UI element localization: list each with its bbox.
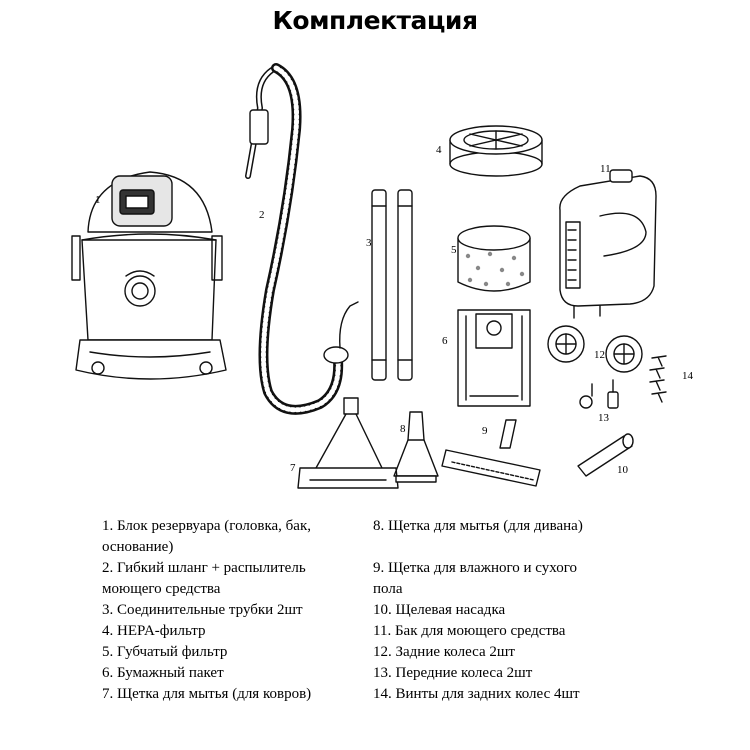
carpet-brush-illustration <box>297 397 399 489</box>
callout-8: 8 <box>400 423 406 435</box>
legend-item: 1. Блок резервуара (головка, бак, <box>102 518 311 534</box>
legend-item: 5. Губчатый фильтр <box>102 644 228 660</box>
legend-item: 2. Гибкий шланг + распылитель <box>102 560 306 576</box>
legend-item: 11. Бак для моющего средства <box>373 623 566 639</box>
legend-item: 6. Бумажный пакет <box>102 665 224 681</box>
front-wheels-illustration <box>579 379 619 409</box>
callout-6: 6 <box>442 335 448 347</box>
legend-item: пола <box>373 581 403 597</box>
page-title: Комплектация <box>272 6 478 35</box>
legend-item: 3. Соединительные трубки 2шт <box>102 602 303 618</box>
callout-7: 7 <box>290 462 296 474</box>
callout-12: 12 <box>594 349 605 361</box>
legend-item: 10. Щелевая насадка <box>373 602 506 618</box>
legend-item: 12. Задние колеса 2шт <box>373 644 515 660</box>
callout-5: 5 <box>451 244 457 256</box>
sofa-brush-illustration <box>393 411 439 483</box>
crevice-nozzle-illustration <box>577 433 634 477</box>
tubes-illustration <box>371 189 413 381</box>
callout-1: 1 <box>95 194 101 206</box>
legend-item: основание) <box>102 539 174 555</box>
legend-item: 13. Передние колеса 2шт <box>373 665 533 681</box>
hepa-filter-illustration <box>449 125 543 177</box>
legend-item: моющего средства <box>102 581 221 597</box>
callout-9: 9 <box>482 425 488 437</box>
paper-bag-illustration <box>457 309 531 407</box>
legend-item: 4. HEPA-фильтр <box>102 623 206 639</box>
legend-item: 9. Щетка для влажного и сухого <box>373 560 577 576</box>
legend-right-column: 8. Щетка для мытья (для дивана) 9. Щетка… <box>373 516 633 705</box>
callout-13: 13 <box>598 412 610 424</box>
callout-10: 10 <box>617 464 629 476</box>
rear-wheels-illustration <box>547 325 643 373</box>
legend-item: 8. Щетка для мытья (для дивана) <box>373 518 583 534</box>
callout-3: 3 <box>366 237 372 249</box>
legend-item: 7. Щетка для мытья (для ковров) <box>102 686 312 702</box>
legend-item: 14. Винты для задних колес 4шт <box>373 686 580 702</box>
parts-diagram: 1 2 3 4 5 6 7 8 9 10 11 12 13 14 <box>71 63 694 489</box>
callout-2: 2 <box>259 209 265 221</box>
tank-unit-illustration <box>71 171 227 380</box>
screws-illustration <box>649 355 667 403</box>
floor-brush-illustration <box>441 419 541 487</box>
sponge-filter-illustration <box>457 225 531 292</box>
callout-11: 11 <box>600 163 611 175</box>
legend-item <box>373 537 633 558</box>
hose-illustration <box>245 63 359 415</box>
callout-4: 4 <box>436 144 442 156</box>
callout-14: 14 <box>682 370 694 382</box>
legend-left-column: 1. Блок резервуара (головка, бак, основа… <box>102 516 364 705</box>
detergent-tank-illustration <box>559 169 657 319</box>
